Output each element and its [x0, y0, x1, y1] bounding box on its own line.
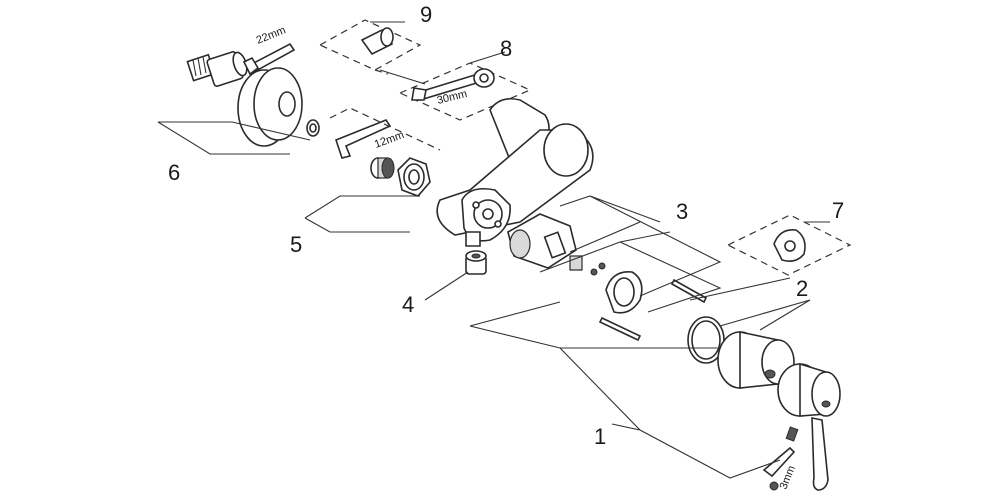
callout-9: 9 — [420, 2, 432, 27]
valve-seat — [370, 157, 395, 179]
mixer-body — [436, 97, 594, 247]
union-nut — [397, 157, 431, 197]
callout-5: 5 — [290, 232, 302, 257]
handle-cap — [777, 362, 841, 417]
part-2-assembly: 2 — [687, 276, 811, 364]
retaining-screws — [590, 262, 606, 276]
leader-1-tail — [611, 423, 641, 431]
part-5-assembly: 5 — [290, 157, 431, 257]
dim-22mm: 22mm — [255, 24, 288, 47]
callout-6: 6 — [168, 160, 180, 185]
part-6-assembly: 22mm 6 — [157, 24, 320, 185]
part-9-assembly: 9 — [318, 2, 432, 85]
inlet-elbow — [186, 51, 248, 87]
callout-2: 2 — [796, 276, 808, 301]
cartridge — [507, 213, 583, 271]
callout-4: 4 — [402, 292, 414, 317]
hex-key-22mm: 22mm — [242, 24, 296, 76]
part-1-assembly: 3mm 1 — [469, 301, 841, 491]
mounting-plate — [605, 271, 643, 314]
allen-key-3mm: 3mm — [762, 446, 798, 491]
lever — [811, 417, 829, 491]
callout-1: 1 — [594, 424, 606, 449]
callout-3: 3 — [676, 199, 688, 224]
leader-2 — [689, 277, 811, 331]
part-4-assembly: 4 — [402, 250, 487, 317]
callout-7: 7 — [832, 198, 844, 223]
grub-screw — [769, 426, 799, 491]
dim-3mm: 3mm — [778, 464, 798, 491]
leader-5 — [304, 195, 420, 233]
leader-3-upper — [559, 195, 722, 297]
leader-3-lower — [539, 231, 722, 313]
part-3-assembly: 3 — [507, 195, 722, 342]
callout-8: 8 — [500, 36, 512, 61]
leader-6 — [157, 121, 311, 155]
dash-guide-12mm — [329, 107, 441, 151]
leader-1 — [469, 301, 781, 479]
allen-key-12mm: 12mm — [335, 119, 406, 159]
escutcheon — [237, 67, 320, 147]
handle-sleeve — [717, 331, 795, 389]
part-7-assembly: 7 — [726, 198, 852, 276]
